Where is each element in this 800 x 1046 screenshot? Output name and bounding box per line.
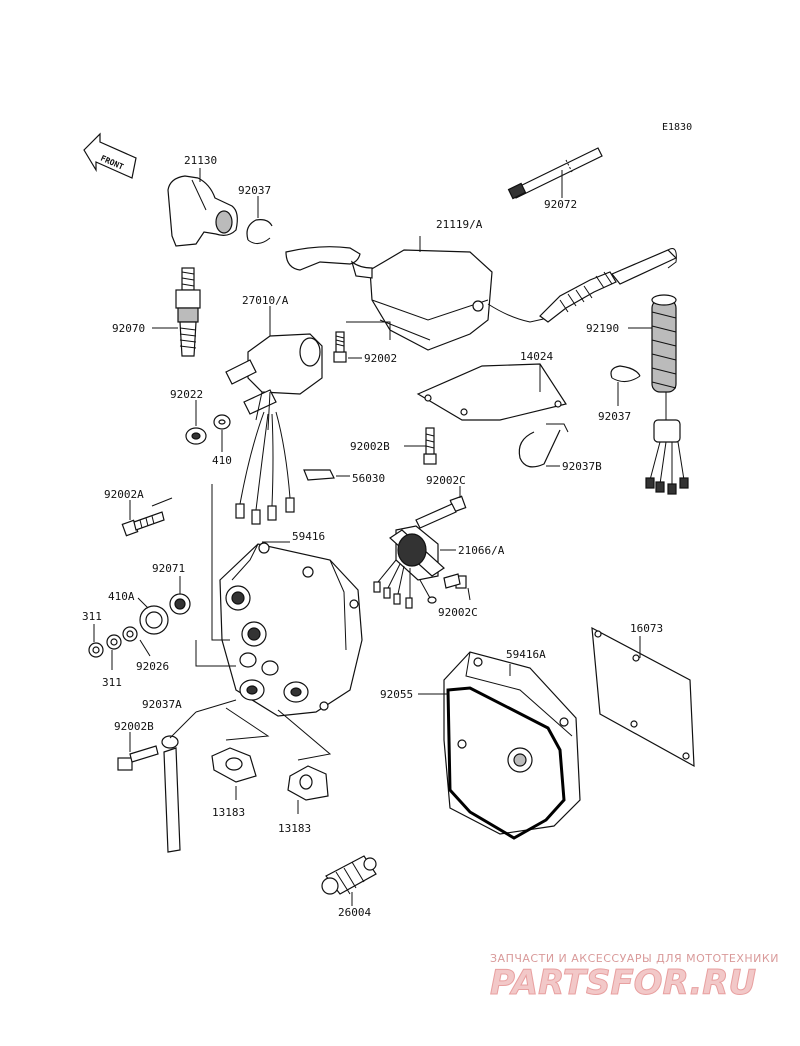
front-arrow-icon: FRONT (83, 132, 137, 179)
label-311-top: 311 (82, 610, 102, 623)
clamp-92037-right (610, 365, 641, 382)
bolt-92002c-bottom (443, 573, 467, 589)
label-27010a: 27010/A (242, 294, 289, 307)
label-92002c-top: 92002C (426, 474, 466, 487)
label-92037-top: 92037 (238, 184, 271, 197)
label-21066a: 21066/A (458, 544, 505, 557)
lead-wire-harness (539, 248, 678, 323)
bolt-92002b-mid (423, 427, 437, 465)
washer-410a (139, 605, 169, 635)
label-26004: 26004 (338, 906, 371, 919)
clamp-92037b (518, 423, 569, 468)
seal-92071 (169, 593, 191, 615)
coil-lead-wires (235, 411, 295, 525)
label-92002b-mid: 92002B (350, 440, 390, 453)
clip-56030 (303, 469, 335, 481)
watermark-tagline: ЗАПЧАСТИ И АКСЕССУАРЫ ДЛЯ МОТОТЕХНИКИ (490, 952, 779, 965)
label-92022: 92022 (170, 388, 203, 401)
connector-26004 (321, 855, 377, 895)
bolt-92002b-bottom (117, 745, 159, 771)
o-ring-92055 (446, 686, 566, 840)
label-92002b-bottom: 92002B (114, 720, 154, 733)
cdi-unit-21119a (285, 246, 549, 351)
label-92002a: 92002A (104, 488, 144, 501)
ignition-coil-27010a (225, 333, 323, 431)
label-410: 410 (212, 454, 232, 467)
label-21119a: 21119/A (436, 218, 483, 231)
label-13183-left: 13183 (212, 806, 245, 819)
bolt-92002a (121, 511, 165, 537)
label-92002: 92002 (364, 352, 397, 365)
label-16073: 16073 (630, 622, 663, 635)
washer-92026 (122, 626, 138, 642)
regulator-21066a (373, 525, 445, 609)
label-92037b: 92037B (562, 460, 602, 473)
cover-59416a (443, 651, 581, 835)
label-92055: 92055 (380, 688, 413, 701)
plate-13183-right (287, 765, 329, 801)
electric-case-59416 (219, 542, 363, 717)
washer-92022 (185, 427, 207, 445)
label-56030: 56030 (352, 472, 385, 485)
plate-13183-left (211, 747, 257, 783)
washer-410 (213, 414, 231, 430)
figure-id: E1830 (662, 122, 692, 133)
label-59416: 59416 (292, 530, 325, 543)
label-13183-right: 13183 (278, 822, 311, 835)
tube-92190 (651, 294, 677, 393)
label-92037a: 92037A (142, 698, 182, 711)
watermark-brand: PARTSFOR.RU (490, 963, 756, 1003)
label-311-bottom: 311 (102, 676, 122, 689)
clamp-92037-top (246, 219, 273, 244)
connector-plug (645, 392, 689, 495)
spark-plug-cap (167, 175, 238, 247)
band-92072 (507, 147, 603, 200)
label-92070: 92070 (112, 322, 145, 335)
washer-311 (106, 634, 122, 650)
label-92026: 92026 (136, 660, 169, 673)
label-410a: 410A (108, 590, 135, 603)
label-92037-right: 92037 (598, 410, 631, 423)
bolt-92002c-top (415, 495, 467, 529)
label-21130: 21130 (184, 154, 217, 167)
label-14024: 14024 (520, 350, 553, 363)
bracket-14024 (416, 363, 567, 421)
watermark: ЗАПЧАСТИ И АКСЕССУАРЫ ДЛЯ МОТОТЕХНИКИ PA… (490, 952, 779, 1004)
label-92072: 92072 (544, 198, 577, 211)
label-92190: 92190 (586, 322, 619, 335)
bolt-92002 (333, 321, 391, 363)
spark-plug-92070 (175, 267, 201, 357)
label-92071: 92071 (152, 562, 185, 575)
gasket-16073 (591, 626, 695, 768)
nut-311 (88, 642, 104, 658)
label-92002c-bottom: 92002C (438, 606, 478, 619)
strap-92037a (161, 711, 197, 853)
label-59416a: 59416A (506, 648, 546, 661)
